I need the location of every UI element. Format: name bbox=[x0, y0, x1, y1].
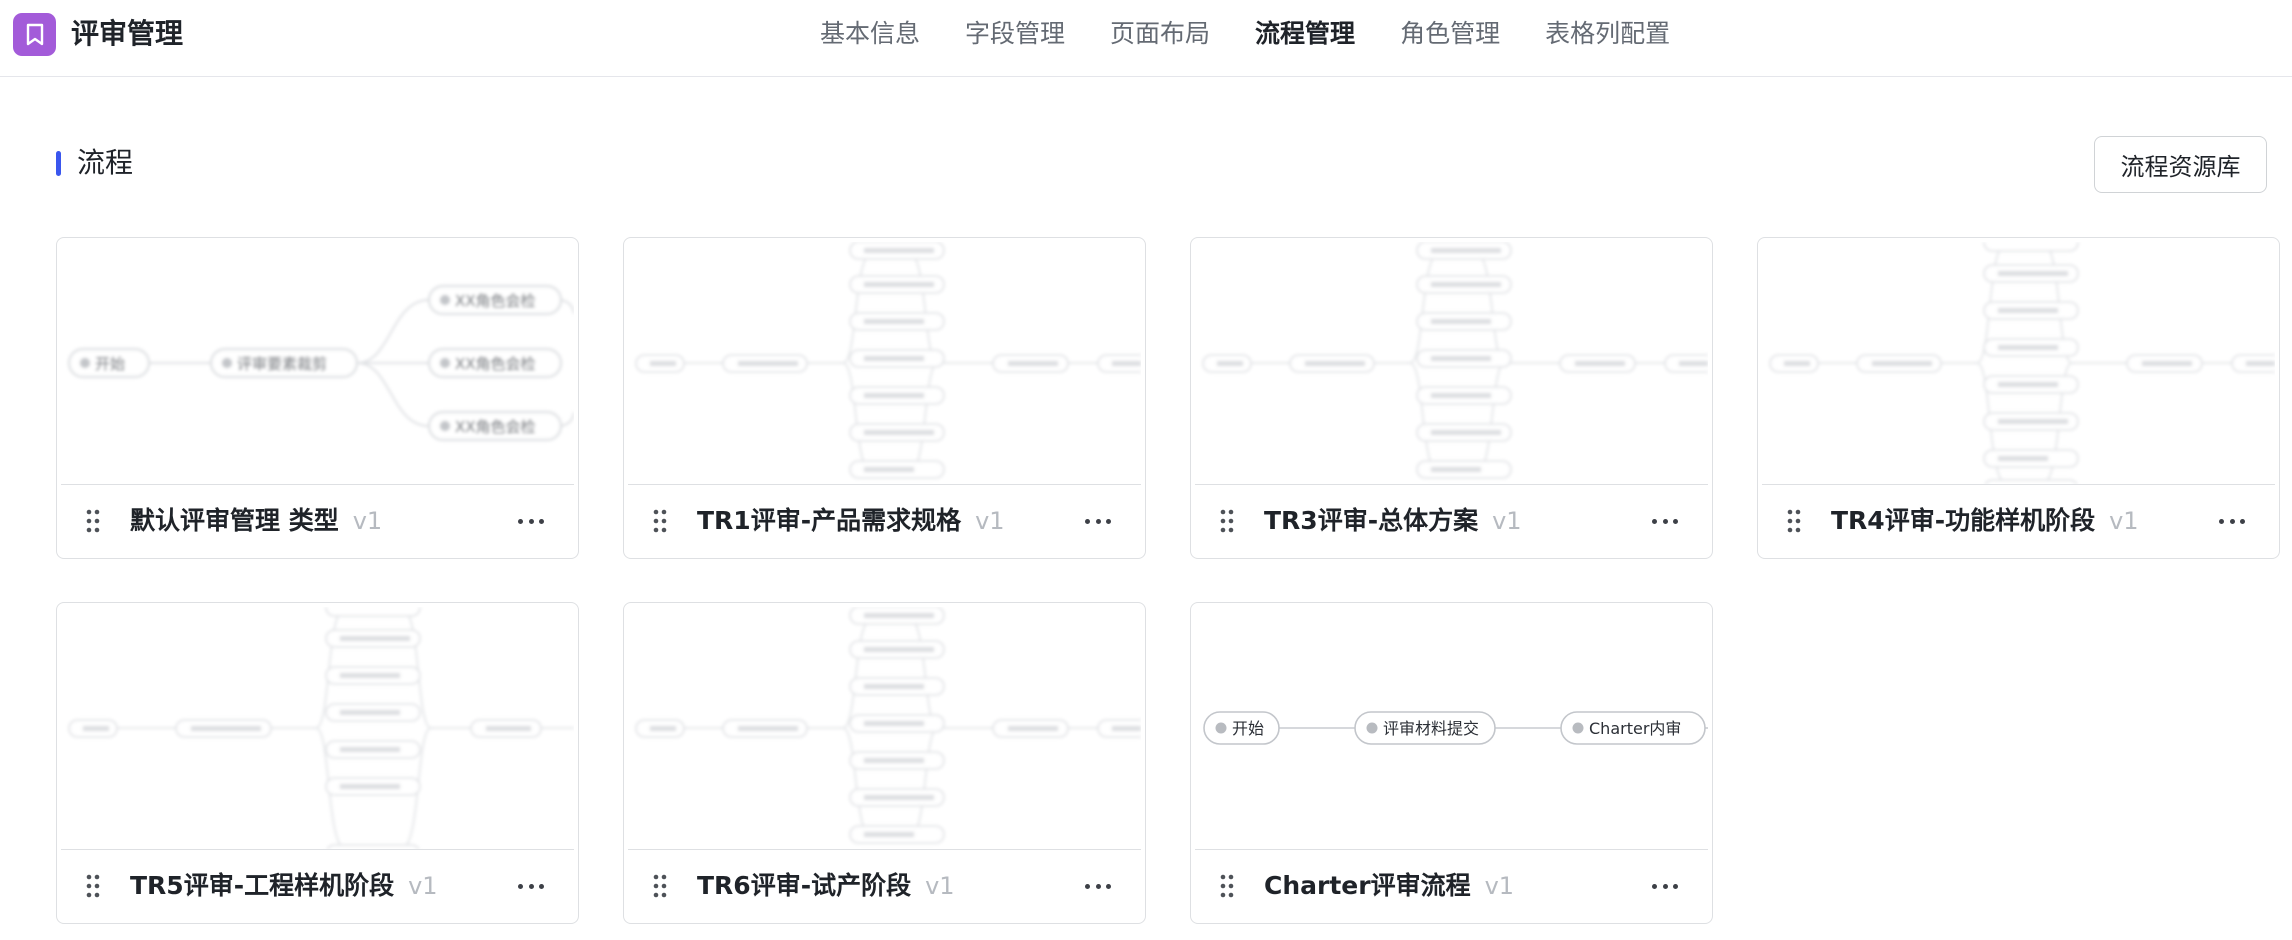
tab-nav: 基本信息 字段管理 页面布局 流程管理 角色管理 表格列配置 bbox=[820, 16, 1715, 52]
process-preview bbox=[61, 607, 574, 849]
tab-basic-info[interactable]: 基本信息 bbox=[820, 19, 921, 48]
section-accent-bar bbox=[56, 151, 61, 176]
process-library-button[interactable]: 流程资源库 bbox=[2094, 136, 2267, 193]
card-version: v1 bbox=[1492, 507, 1522, 535]
drag-handle-icon[interactable] bbox=[1787, 509, 1801, 533]
svg-text:评审材料提交: 评审材料提交 bbox=[1383, 719, 1479, 738]
section-title: 流程 bbox=[77, 146, 134, 179]
tab-page-layout[interactable]: 页面布局 bbox=[1110, 19, 1211, 48]
more-icon[interactable] bbox=[513, 507, 549, 535]
process-preview: 开始 评审要素裁剪 XX角色会检 XX角色会检 XX角色会检 bbox=[61, 242, 574, 484]
more-icon[interactable] bbox=[1080, 872, 1116, 900]
svg-text:XX角色会检: XX角色会检 bbox=[455, 292, 536, 310]
top-bar: 评审管理 基本信息 字段管理 页面布局 流程管理 角色管理 表格列配置 bbox=[0, 0, 2292, 77]
more-icon[interactable] bbox=[1647, 507, 1683, 535]
svg-text:XX角色会检: XX角色会检 bbox=[455, 418, 536, 436]
drag-handle-icon[interactable] bbox=[653, 874, 667, 898]
drag-handle-icon[interactable] bbox=[86, 509, 100, 533]
svg-text:Charter内审: Charter内审 bbox=[1589, 719, 1681, 738]
card-version: v1 bbox=[925, 872, 955, 900]
process-preview: 开始 评审材料提交 Charter内审 bbox=[1195, 607, 1708, 849]
app-title: 评审管理 bbox=[71, 17, 184, 50]
card-version: v1 bbox=[408, 872, 438, 900]
svg-text:开始: 开始 bbox=[95, 355, 125, 373]
drag-handle-icon[interactable] bbox=[653, 509, 667, 533]
tab-process-management[interactable]: 流程管理 bbox=[1255, 19, 1356, 48]
card-version: v1 bbox=[1484, 872, 1515, 900]
tab-role-management[interactable]: 角色管理 bbox=[1400, 19, 1501, 48]
drag-handle-icon[interactable] bbox=[86, 874, 100, 898]
drag-handle-icon[interactable] bbox=[1220, 874, 1234, 898]
more-icon[interactable] bbox=[1080, 507, 1116, 535]
svg-text:评审要素裁剪: 评审要素裁剪 bbox=[237, 355, 327, 373]
svg-text:XX角色会检: XX角色会检 bbox=[455, 355, 536, 373]
more-icon[interactable] bbox=[513, 872, 549, 900]
tab-field-management[interactable]: 字段管理 bbox=[965, 19, 1066, 48]
process-preview bbox=[1762, 242, 2275, 484]
process-preview bbox=[628, 242, 1141, 484]
more-icon[interactable] bbox=[2214, 507, 2250, 535]
more-icon[interactable] bbox=[1647, 872, 1683, 900]
process-preview bbox=[1195, 242, 1708, 484]
drag-handle-icon[interactable] bbox=[1220, 509, 1234, 533]
svg-text:开始: 开始 bbox=[1232, 719, 1264, 738]
tab-table-column-config[interactable]: 表格列配置 bbox=[1545, 19, 1671, 48]
bookmark-icon[interactable] bbox=[13, 13, 56, 56]
process-card[interactable]: 开始 评审要素裁剪 XX角色会检 XX角色会检 XX角色会检 默认评审管理 类型… bbox=[56, 237, 579, 559]
card-version: v1 bbox=[2109, 507, 2139, 535]
card-version: v1 bbox=[352, 507, 383, 535]
process-preview bbox=[628, 607, 1141, 849]
card-version: v1 bbox=[975, 507, 1005, 535]
